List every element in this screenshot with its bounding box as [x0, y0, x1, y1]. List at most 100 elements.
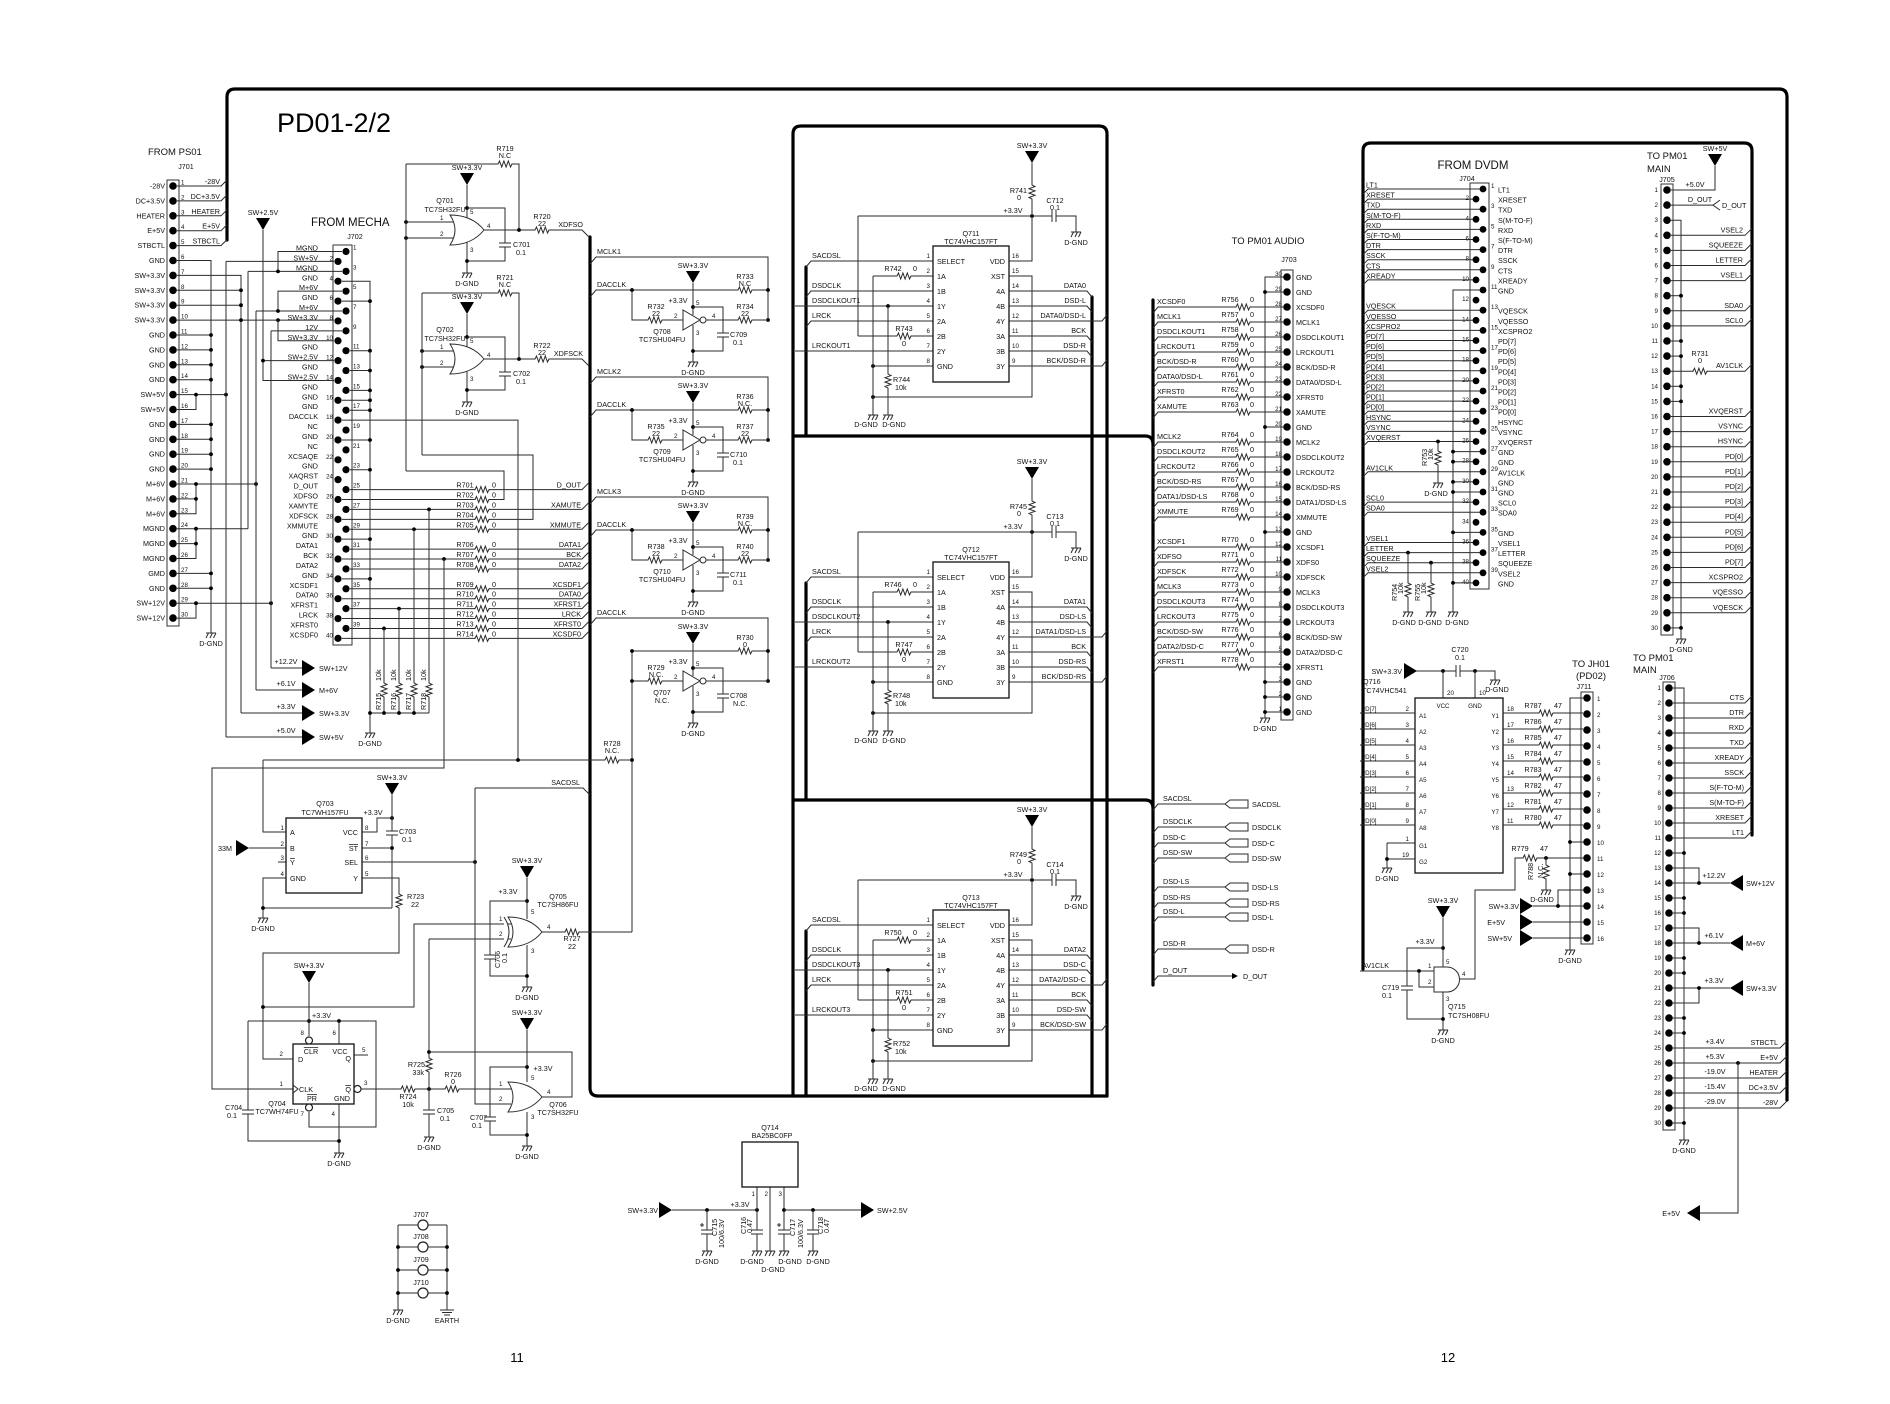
connector-pin: [169, 599, 177, 607]
net-label: BCK/DSD-SW: [1040, 1020, 1086, 1029]
pin-number: 4: [927, 298, 931, 305]
resistor-value: 22: [741, 549, 749, 558]
connector-ref: J701: [178, 162, 194, 171]
pin-label: DATA1/DSD-LS: [1296, 498, 1347, 507]
page-number: 12: [1441, 1350, 1455, 1365]
pin-number: 28: [326, 513, 333, 520]
pin-number: 6: [927, 992, 931, 999]
resistor-value: N.C.: [605, 746, 619, 755]
connector-pin: [1663, 352, 1671, 360]
resistor-value: 0: [902, 339, 906, 348]
pin-name: A2: [1419, 729, 1427, 736]
connector-pin: [1472, 397, 1480, 405]
ic-body: [285, 817, 363, 894]
pin-number: 4: [330, 275, 334, 282]
power-arrow-icon: [302, 705, 315, 721]
wire: [589, 289, 768, 298]
resistor-value: 0: [1698, 356, 1702, 365]
pin-label: BCK/DSD-RS: [1296, 483, 1341, 492]
junction-dot: [1429, 560, 1433, 565]
ground-label: D-GND: [455, 408, 479, 417]
connector-pin: [1283, 468, 1291, 476]
resistor-value: 0: [492, 619, 496, 628]
net-label: XDFSCK: [1157, 567, 1186, 576]
pin-number: 6: [1597, 776, 1601, 783]
junction-dot: [691, 469, 695, 473]
resistor-ref: R785: [1524, 733, 1541, 742]
connector-pin: [1283, 588, 1291, 596]
pin-number: 13: [353, 364, 360, 371]
connector-pin: [1472, 478, 1480, 486]
resistor-ref: R777: [1221, 640, 1238, 649]
junction-dot: [691, 349, 695, 353]
connector-pin: [1479, 367, 1487, 375]
pin-label: XFRST0: [290, 620, 318, 629]
pin-name: 2B: [937, 332, 946, 341]
junction-dot: [368, 711, 372, 715]
pin-number: 15: [1597, 920, 1604, 927]
resistor-ref: R740: [736, 542, 753, 551]
pin-number: 15: [1651, 398, 1658, 405]
net-label: XCSDF0: [553, 629, 581, 638]
pin-number: 16: [1012, 569, 1019, 576]
connector-pin: [1479, 205, 1487, 213]
connector-pin: [169, 524, 177, 533]
resistor-icon: [1235, 452, 1251, 462]
connector-pin: [1663, 563, 1671, 572]
resistor-value: 0: [1250, 295, 1254, 304]
wire: [1671, 469, 1753, 478]
pin-label: GND: [1498, 287, 1514, 296]
net-label: XFRST0: [553, 619, 581, 628]
connector-pin: [1472, 438, 1480, 445]
wire: [805, 320, 933, 328]
pin-number: 26: [1654, 1060, 1661, 1067]
pin-number: 12: [1654, 850, 1661, 857]
pin-number: 33: [1491, 506, 1498, 513]
connector-pin: [169, 301, 177, 310]
pin-number: 8: [301, 1030, 305, 1037]
ic-part: TC7SHU04FU: [639, 335, 685, 344]
resistor-ref: R723: [407, 892, 424, 901]
ground-label: D-GND: [1558, 956, 1582, 965]
ic-part: BA25BC0FP: [752, 1131, 793, 1140]
net-label: XVQERST: [1709, 407, 1744, 416]
connector-pin: [1663, 261, 1671, 270]
resistor-icon: [424, 1057, 434, 1073]
pin-label: VSEL1: [1498, 539, 1520, 548]
pin-label: GND: [1296, 273, 1312, 282]
pin-label: GND: [1296, 693, 1312, 702]
ground-label: D-GND: [681, 608, 705, 617]
resistor-ref: R732: [647, 302, 664, 311]
pin-number: 5: [181, 239, 185, 246]
ic-ref: Q702: [436, 325, 454, 334]
wire: [177, 224, 228, 232]
resistor-icon: [409, 682, 419, 698]
wire: [342, 551, 590, 560]
net-label: XCSDF1: [1157, 537, 1185, 546]
ground-label: D-GND: [358, 739, 382, 748]
wire: [1671, 409, 1753, 417]
pin-name: A6: [1419, 793, 1427, 800]
connector-pin: [1583, 934, 1591, 942]
resistor-icon: [474, 554, 490, 564]
cap-ref: C703: [399, 827, 416, 836]
cap-value: 0.1: [1382, 991, 1392, 1000]
pin-label: PD[5]: [1498, 357, 1516, 366]
resistor-ref: R771: [1221, 550, 1238, 559]
pin-label: XAMUTE: [1296, 408, 1326, 417]
connector-pin: [1472, 236, 1480, 243]
resistor-icon: [1235, 302, 1251, 312]
pin-number: 18: [1651, 444, 1658, 451]
jumper-terminal-icon: [417, 1264, 429, 1276]
junction-dot: [209, 437, 213, 442]
ic-ref: Q715: [1448, 1002, 1466, 1011]
pin-number: 2: [181, 194, 185, 201]
resistor-icon: [896, 331, 912, 341]
resistor-value: 10k: [1396, 582, 1405, 594]
pin-number: 3: [696, 330, 700, 337]
pin-label: D_OUT: [294, 482, 319, 491]
pin-number: 6: [927, 328, 931, 335]
wire: [1671, 484, 1753, 493]
connector-heading: TO JH01: [1572, 659, 1610, 670]
net-label: SW+3.3V: [1488, 902, 1519, 911]
